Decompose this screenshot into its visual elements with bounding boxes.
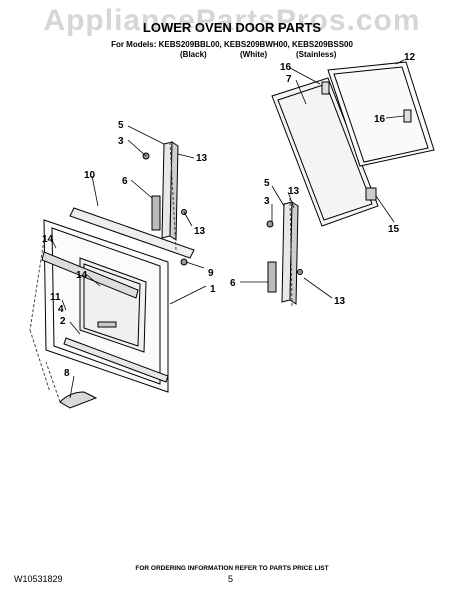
vent-slot xyxy=(97,321,117,328)
callout-9: 9 xyxy=(208,268,214,279)
page-title: LOWER OVEN DOOR PARTS xyxy=(142,20,322,35)
callout-3-lower: 3 xyxy=(264,196,270,207)
page-number: 5 xyxy=(228,574,234,584)
callout-16-a: 16 xyxy=(280,62,292,73)
callout-14-a: 14 xyxy=(42,234,54,245)
models-line: For Models: KEBS209BBL00, KEBS209BWH00, … xyxy=(111,40,353,49)
door-glass-panel xyxy=(271,77,379,227)
ordering-info: FOR ORDERING INFORMATION REFER TO PARTS … xyxy=(135,565,329,572)
callout-13-c: 13 xyxy=(288,186,300,197)
callout-6-upper: 6 xyxy=(122,176,128,187)
outer-glass xyxy=(327,61,435,167)
hinge-lower xyxy=(266,201,303,305)
bracket-part xyxy=(365,187,377,201)
callout-10: 10 xyxy=(84,170,96,181)
callout-14-b: 14 xyxy=(76,270,88,281)
door-outer-panel xyxy=(43,219,169,393)
glass-clip-lower xyxy=(403,109,412,123)
watermark: AppliancePartsPros.com xyxy=(43,4,421,37)
door-handle xyxy=(41,251,139,299)
callout-8: 8 xyxy=(64,368,70,379)
color-stainless: (Stainless) xyxy=(296,50,337,59)
callout-7: 7 xyxy=(286,74,292,85)
bottom-trim xyxy=(63,337,169,383)
callout-13-d: 13 xyxy=(334,296,346,307)
callout-11: 11 xyxy=(50,292,61,303)
callout-16-b: 16 xyxy=(374,114,386,125)
callout-6-lower: 6 xyxy=(230,278,236,289)
color-white: (White) xyxy=(240,50,268,59)
callout-3-upper: 3 xyxy=(118,136,124,147)
callout-13-a: 13 xyxy=(196,153,208,164)
callout-2: 2 xyxy=(60,316,66,327)
door-top-channel xyxy=(69,207,195,259)
callout-5-lower: 5 xyxy=(264,178,270,189)
callout-13-b: 13 xyxy=(194,226,206,237)
hinge-upper xyxy=(142,141,187,241)
callout-5-upper: 5 xyxy=(118,120,124,131)
callout-12: 12 xyxy=(404,52,416,63)
glass-clip-upper xyxy=(321,81,330,95)
door-gasket xyxy=(59,391,98,409)
callout-4: 4 xyxy=(58,304,64,315)
callout-15: 15 xyxy=(388,224,400,235)
callout-1: 1 xyxy=(210,284,216,295)
document-number: W10531829 xyxy=(14,574,63,584)
color-black: (Black) xyxy=(180,50,207,59)
